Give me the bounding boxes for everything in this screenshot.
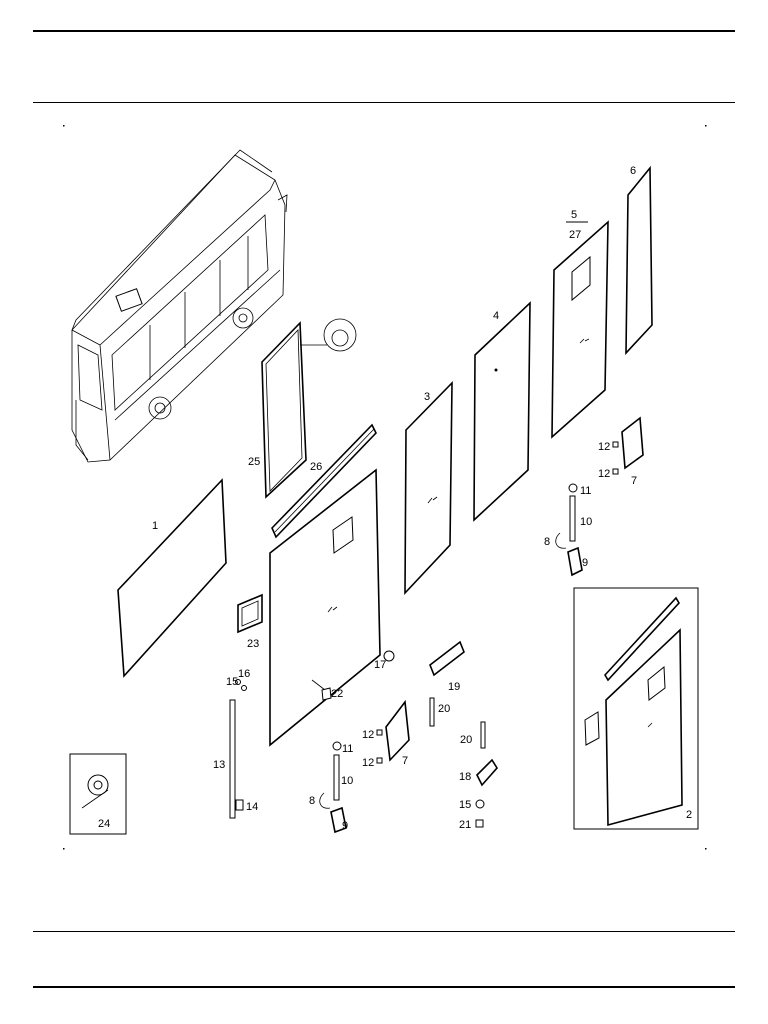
callout-5: 5: [571, 209, 577, 221]
callout-23: 23: [247, 638, 259, 650]
callout-21: 21: [459, 819, 471, 831]
callout-8a: 8: [544, 536, 550, 548]
part-door-panel: 22: [269, 468, 381, 747]
callout-12d: 12: [362, 757, 374, 769]
bus-illustration: [71, 149, 288, 463]
header-rule: [33, 102, 735, 103]
callout-1: 1: [152, 520, 158, 532]
callout-3: 3: [424, 391, 430, 403]
callout-14: 14: [246, 801, 258, 813]
part-26-rail: 26: [271, 423, 377, 539]
part-13-rod-assembly: 15 16 13 14: [213, 668, 258, 819]
callout-15b: 15: [459, 799, 471, 811]
footer-rule-top: [33, 931, 735, 932]
callout-20b: 20: [460, 734, 472, 746]
part-4-glass: 4: [473, 301, 531, 522]
part-25-window: 25: [248, 318, 357, 499]
callout-10a: 10: [580, 516, 592, 528]
callout-15a: 15: [226, 676, 238, 688]
callout-26: 26: [310, 461, 322, 473]
callout-22: 22: [331, 688, 343, 700]
part-18-bracket-stack: 20 18 15 21: [459, 721, 498, 831]
callout-17: 17: [374, 659, 386, 671]
callout-9a: 9: [582, 557, 588, 569]
part-7-small-window-center: 12 12 7: [362, 699, 410, 769]
part-5-27-glass: 5 27: [551, 209, 609, 439]
callout-10b: 10: [341, 775, 353, 787]
part-2-inset-box: 2: [573, 587, 699, 830]
part-7-small-window-right: 12 12 7: [598, 416, 644, 487]
callout-4: 4: [493, 310, 499, 322]
callout-7b: 7: [402, 755, 408, 767]
callout-7a: 7: [631, 475, 637, 487]
corner-marks: [63, 125, 707, 850]
top-rule: [33, 30, 735, 32]
part-24-tape-box: 24: [69, 753, 127, 835]
callout-19: 19: [448, 681, 460, 693]
callout-12b: 12: [598, 468, 610, 480]
part-6-glass: 6: [625, 165, 653, 356]
callout-16: 16: [238, 668, 250, 680]
callout-2: 2: [686, 809, 692, 821]
callout-12c: 12: [362, 729, 374, 741]
callout-11a: 11: [580, 485, 591, 497]
footer-rule-bottom: [33, 986, 735, 988]
hinge-set-center: 11 10 8 9: [309, 741, 353, 834]
part-23-bracket: 23: [237, 593, 263, 650]
callout-18: 18: [459, 771, 471, 783]
callout-24: 24: [98, 818, 110, 830]
part-3-glass: 3: [404, 381, 453, 596]
callout-9b: 9: [342, 820, 348, 832]
hinge-set-right: 11 10 8 9: [544, 483, 592, 577]
callout-13: 13: [213, 759, 225, 771]
part-19-rail: 19: [429, 640, 465, 693]
callout-27: 27: [569, 229, 581, 241]
callout-11b: 11: [342, 743, 353, 755]
callout-20a: 20: [438, 703, 450, 715]
callout-25: 25: [248, 456, 260, 468]
callout-8b: 8: [309, 795, 315, 807]
part-1-side-glass: 1: [117, 478, 227, 678]
callout-12a: 12: [598, 441, 610, 453]
part-20-bolt-upper: 20: [429, 697, 450, 727]
callout-6: 6: [630, 165, 636, 177]
part-17-knob: 17: [374, 650, 395, 671]
